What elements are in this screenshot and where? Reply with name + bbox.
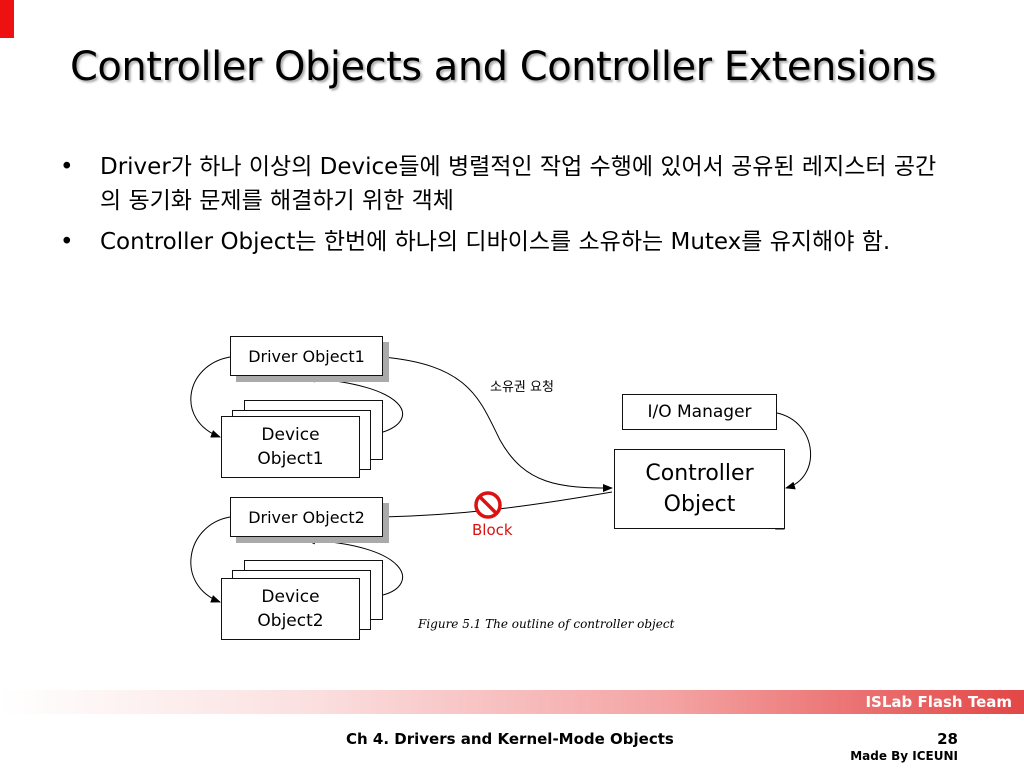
chapter-title: Ch 4. Drivers and Kernel-Mode Objects <box>346 730 674 748</box>
arrow-driver2-to-device2 <box>190 516 231 603</box>
arrow-driver1-to-device1 <box>190 356 231 438</box>
made-by: Made By ICEUNI <box>850 749 958 763</box>
figure-caption: Figure 5.1 The outline of controller obj… <box>418 617 675 631</box>
controller-line1: Controller <box>645 461 754 486</box>
bullet-item: • Driver가 하나 이상의 Device들에 병렬적인 작업 수행에 있어… <box>60 150 940 218</box>
prohibited-icon <box>474 491 502 519</box>
arrow-iomanager-to-controller <box>776 412 811 490</box>
bullet-item: • Controller Object는 한번에 하나의 디바이스를 소유하는 … <box>60 225 940 259</box>
controller-object-box: Controller Object <box>614 449 785 529</box>
arrow-device1-to-driver1 <box>305 374 404 433</box>
ownership-request-label: 소유권 요청 <box>490 380 554 395</box>
arrow-device2-to-driver2 <box>305 536 404 596</box>
page-number: 28 <box>937 730 958 748</box>
bullet-text: Controller Object는 한번에 하나의 디바이스를 소유하는 Mu… <box>100 229 891 255</box>
device2-line1: Device <box>261 587 320 607</box>
device-object1-box: Device Object1 <box>221 416 360 478</box>
io-manager-box: I/O Manager <box>622 394 777 430</box>
bullet-marker: • <box>60 229 74 255</box>
device2-line2: Object2 <box>257 611 324 631</box>
driver-object2-box: Driver Object2 <box>230 497 383 537</box>
bullet-list: • Driver가 하나 이상의 Device들에 병렬적인 작업 수행에 있어… <box>60 150 940 266</box>
footer-band <box>0 690 1024 714</box>
arrow-request-ownership <box>382 356 613 492</box>
device1-line2: Object1 <box>257 449 324 469</box>
slide-title: Controller Objects and Controller Extens… <box>70 44 936 90</box>
accent-bar <box>0 0 14 38</box>
driver-object1-box: Driver Object1 <box>230 336 383 376</box>
controller-line2: Object <box>663 492 736 517</box>
bullet-marker: • <box>60 154 74 180</box>
device1-line1: Device <box>261 425 320 445</box>
block-label: Block <box>472 521 513 539</box>
device-object2-box: Device Object2 <box>221 578 360 640</box>
team-name: ISLab Flash Team <box>865 693 1012 711</box>
bullet-text: Driver가 하나 이상의 Device들에 병렬적인 작업 수행에 있어서 … <box>100 154 937 214</box>
